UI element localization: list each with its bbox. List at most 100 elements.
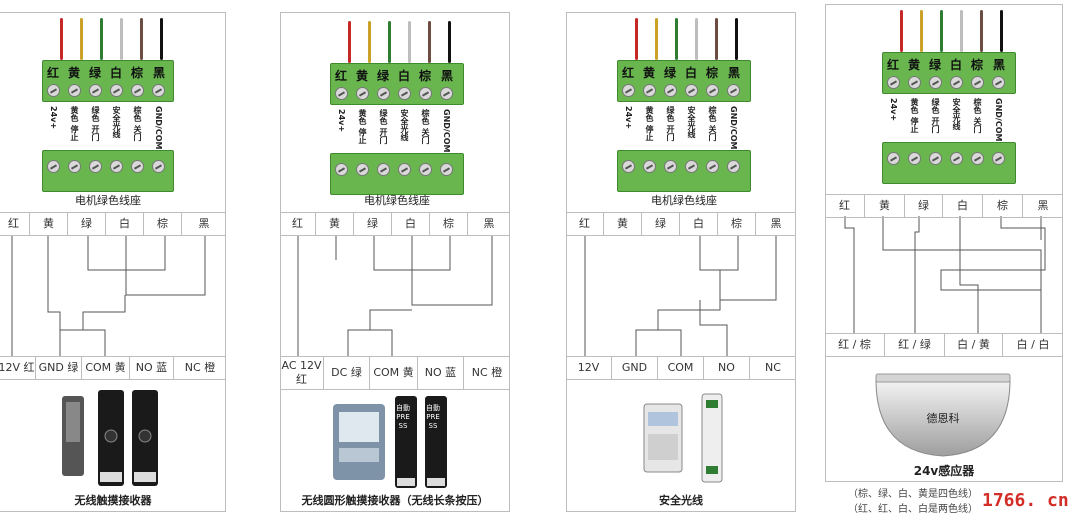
wire-cell: 黄: [30, 213, 68, 235]
screw-icon: [929, 76, 942, 89]
device-cell: NC 橙: [184, 361, 216, 374]
pin-label: 安全光线: [687, 106, 696, 138]
terminal-label: 白: [684, 66, 697, 80]
screw-icon: [440, 163, 453, 176]
device-cell: 白 / 白: [1016, 338, 1050, 351]
wire-cell: 棕: [718, 213, 756, 235]
screw-icon: [727, 160, 740, 173]
wire-cell: 黑: [198, 217, 210, 230]
wire-cell: 棕: [144, 213, 182, 235]
screw-icon: [47, 160, 60, 173]
terminal-label: 白: [949, 58, 962, 72]
terminal-label: 棕: [705, 66, 718, 80]
device-cell: 12V 红: [0, 357, 36, 379]
wire-cell: 黄: [604, 213, 642, 235]
wire-white: [408, 21, 411, 63]
screw-icon: [398, 163, 411, 176]
terminal-label: 棕: [130, 66, 143, 80]
terminal-label: 黄: [355, 69, 368, 83]
device-cell: COM 黄: [370, 357, 418, 389]
screw-icon: [971, 152, 984, 165]
wire-cell: 黑: [483, 217, 495, 230]
device-caption: 无线圆形触摸接收器（无线长条按压）: [301, 494, 489, 507]
wire-color-row: 红 黄 绿 白 棕 黑: [566, 212, 796, 236]
pin-label: 安全光线: [952, 98, 961, 130]
screw-icon: [664, 160, 677, 173]
device-cell: GND 绿: [36, 357, 82, 379]
screw-icon: [419, 87, 432, 100]
screw-icon: [110, 160, 123, 173]
motion-sensor-illustration: [875, 373, 1011, 457]
wire-green: [675, 18, 678, 60]
screw-icon: [685, 84, 698, 97]
wire-cell: 红: [0, 213, 30, 235]
terminal-label: 红: [46, 66, 59, 80]
pin-label: 绿色 开门: [91, 106, 100, 141]
screw-icon: [377, 87, 390, 100]
wire-white: [120, 18, 123, 60]
device-cell: NO: [704, 357, 750, 379]
block-caption: 电机绿色线座: [364, 194, 430, 207]
pin-label: 黄色 停止: [645, 106, 654, 141]
terminal-top: [42, 60, 174, 102]
wire-yellow: [920, 10, 923, 52]
screw-icon: [356, 87, 369, 100]
pin-label: GND/COM: [729, 106, 738, 150]
device-caption: 无线触摸接收器: [74, 494, 152, 507]
terminal-label: 绿: [663, 66, 676, 80]
screw-icon: [335, 163, 348, 176]
screw-icon: [908, 152, 921, 165]
device-cell: 红 / 绿: [885, 334, 945, 356]
screw-icon: [643, 160, 656, 173]
wire-cell: 红: [825, 195, 865, 217]
pin-label: 绿色 开门: [666, 106, 675, 141]
pin-label: 24v+: [624, 106, 633, 130]
terminal-label: 红: [334, 69, 347, 83]
wire-brown: [715, 18, 718, 60]
device-cell: NC: [765, 361, 781, 374]
screw-icon: [110, 84, 123, 97]
wire-cell: 白: [680, 213, 718, 235]
wire-cell: 绿: [354, 213, 392, 235]
wire-cell: 红: [566, 213, 604, 235]
pin-label: 绿色 开门: [931, 98, 940, 133]
device-terminal-row: 红 / 棕 红 / 绿 白 / 黄 白 / 白: [825, 333, 1063, 357]
wire-yellow: [368, 21, 371, 63]
touch-receiver-illustration: [62, 390, 158, 486]
pin-label: 棕色 关门: [421, 109, 430, 144]
device-cell: DC 绿: [324, 357, 370, 389]
terminal-label: 黑: [727, 66, 740, 80]
pin-label: 24v+: [337, 109, 346, 133]
screw-icon: [971, 76, 984, 89]
wire-yellow: [80, 18, 83, 60]
button-press-text: 自動 PRESS: [426, 404, 440, 430]
terminal-label: 棕: [970, 58, 983, 72]
screw-icon: [419, 163, 432, 176]
device-cell: COM 黄: [82, 357, 130, 379]
wire-cell: 黄: [865, 195, 905, 217]
device-cell: 红 / 棕: [825, 334, 885, 356]
wire-cell: 棕: [430, 213, 468, 235]
device-caption: 24v感应器: [913, 464, 975, 478]
wire-green: [100, 18, 103, 60]
terminal-label: 白: [397, 69, 410, 83]
screw-icon: [131, 84, 144, 97]
terminal-label: 黑: [440, 69, 453, 83]
pin-label: 绿色 开门: [379, 109, 388, 144]
terminal-block-3: 红 黄 绿 白 棕 黑 24v+ 黄色 停止 绿色 开门 安全光线 棕色 关门 …: [617, 18, 751, 192]
screw-icon: [685, 160, 698, 173]
terminal-label: 绿: [376, 69, 389, 83]
block-caption: 电机绿色线座: [75, 194, 141, 207]
watermark-text: 1766. cn: [982, 490, 1069, 511]
device-caption: 安全光线: [659, 494, 703, 507]
wire-cell: 黑: [1037, 199, 1049, 212]
screw-icon: [887, 152, 900, 165]
terminal-label: 红: [621, 66, 634, 80]
screw-icon: [992, 152, 1005, 165]
screw-icon: [89, 160, 102, 173]
terminal-block-4: 红 黄 绿 白 棕 黑 24v+ 黄色 停止 绿色 开门 安全光线 棕色 关门 …: [882, 10, 1016, 184]
screw-icon: [706, 84, 719, 97]
sensor-brand-text: 德恩科: [926, 412, 960, 425]
wire-cell: 绿: [642, 213, 680, 235]
terminal-label: 红: [886, 58, 899, 72]
